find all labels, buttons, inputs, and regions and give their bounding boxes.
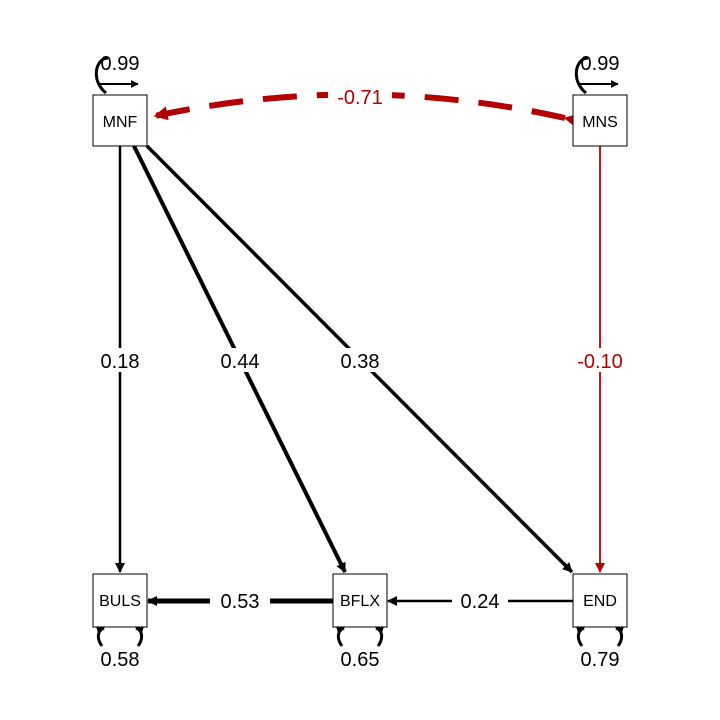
node-mns: MNS [572,94,628,147]
variance-value-end: 0.79 [581,649,620,671]
variance-loop-mnf: 0.99 [94,53,140,95]
node-label-mns: MNS [582,114,618,131]
edge-mnf-to-bflx: 0.44 [132,145,347,573]
variance-value-bflx: 0.65 [341,649,380,671]
node-label-end: END [583,593,617,610]
edge-coef-bflx-buls: 0.53 [221,591,260,613]
edge-bflx-to-buls: 0.53 [147,590,334,614]
node-end: END [572,573,628,628]
covariance-coef-mnf-mns: -0.71 [337,87,383,109]
node-label-buls: BULS [99,593,141,610]
variance-loop-bflx: 0.65 [335,626,385,671]
node-bflx: BFLX [332,573,388,628]
node-mnf: MNF [92,94,148,147]
variance-loop-end: 0.79 [575,626,625,671]
node-label-mnf: MNF [103,114,138,131]
edge-coef-end-bflx: 0.24 [461,591,500,613]
edge-mnf-to-buls: 0.18 [92,146,148,573]
edge-coef-mnf-bflx: 0.44 [221,351,260,373]
variance-value-mnf: 0.99 [101,53,140,75]
variance-loop-mns: 0.99 [574,53,620,95]
edge-end-to-bflx: 0.24 [387,590,573,614]
variance-value-buls: 0.58 [101,649,140,671]
covariance-mnf-mns: -0.71 [153,84,579,128]
edge-coef-mnf-buls: 0.18 [101,351,140,373]
node-buls: BULS [92,573,148,628]
edge-mns-to-end: -0.10 [568,146,632,573]
variance-loop-buls: 0.58 [95,626,145,671]
edge-coef-mnf-end: 0.38 [341,351,380,373]
edge-coef-mns-end: -0.10 [577,351,623,373]
variance-value-mns: 0.99 [581,53,620,75]
node-label-bflx: BFLX [340,593,380,610]
edge-mnf-to-end: 0.38 [145,144,574,574]
